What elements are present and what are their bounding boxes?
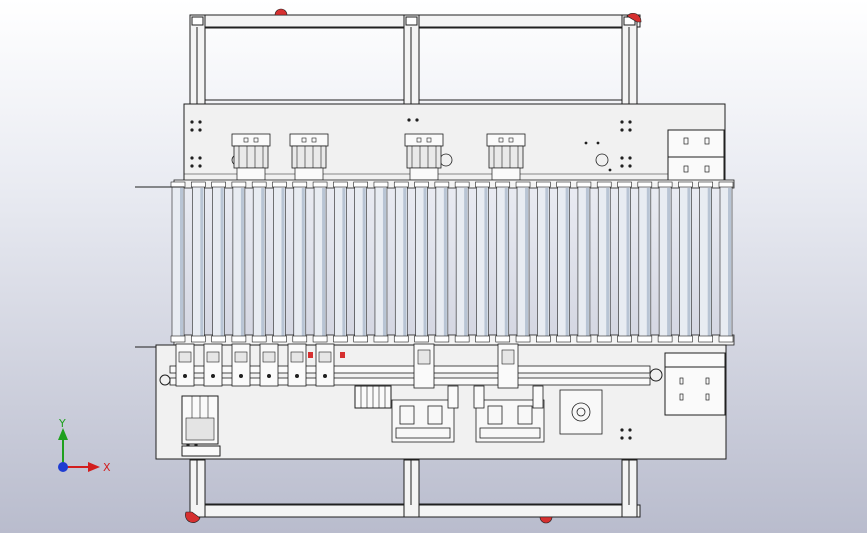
pneumatic-cylinder	[231, 133, 271, 181]
bottom-frame	[189, 459, 641, 518]
lower-clamp-group	[175, 343, 519, 389]
conveyor-roller	[698, 181, 714, 343]
conveyor-roller	[292, 181, 308, 343]
y-axis-label: Y	[58, 417, 66, 430]
lower-mounting-plate	[155, 344, 727, 460]
conveyor-roller	[678, 181, 693, 343]
conveyor-roller	[657, 181, 673, 343]
lower-clamp-unit	[175, 343, 195, 387]
conveyor-roller	[596, 181, 612, 343]
conveyor-roller	[231, 181, 247, 343]
conveyor-roller	[556, 181, 571, 343]
pneumatic-cylinder	[486, 133, 526, 181]
conveyor-roller	[272, 181, 287, 343]
top-frame	[189, 14, 641, 106]
upper-mounting-plate	[183, 103, 726, 183]
lower-clamp-unit	[287, 343, 307, 387]
conveyor-roller	[373, 181, 389, 343]
conveyor-roller	[353, 181, 368, 343]
upper-cylinder-group	[231, 133, 526, 181]
lower-clamp-unit	[315, 343, 335, 387]
orientation-triad: Y X	[58, 417, 111, 474]
conveyor-roller	[312, 181, 328, 343]
conveyor-roller	[617, 181, 632, 343]
y-axis-arrow-icon	[58, 428, 68, 440]
conveyor-roller	[536, 181, 551, 343]
pneumatic-cylinder	[289, 133, 329, 181]
conveyor-roller	[718, 181, 734, 343]
pneumatic-cylinder	[404, 133, 444, 181]
z-axis-icon	[58, 462, 68, 472]
conveyor-roller	[475, 181, 490, 343]
conveyor-roller	[393, 181, 409, 343]
conveyor-roller	[190, 181, 206, 343]
lower-clamp-unit	[203, 343, 223, 387]
conveyor-roller	[170, 181, 186, 343]
central-actuator	[497, 343, 519, 389]
conveyor-roller	[414, 181, 429, 343]
frame-caps-top	[274, 8, 642, 23]
central-actuator	[413, 343, 435, 389]
conveyor-roller	[515, 181, 531, 343]
conveyor-roller	[454, 181, 470, 343]
frame-caps-bottom	[185, 511, 553, 524]
conveyor-roller	[637, 181, 653, 343]
roller-conveyor	[170, 179, 735, 346]
conveyor-roller	[576, 181, 592, 343]
x-axis-arrow-icon	[88, 462, 100, 472]
conveyor-roller	[333, 181, 348, 343]
x-axis-label: X	[103, 461, 111, 474]
conveyor-roller	[434, 181, 450, 343]
conveyor-roller	[251, 181, 267, 343]
lower-clamp-unit	[259, 343, 279, 387]
conveyor-roller	[495, 181, 511, 343]
conveyor-roller	[211, 181, 226, 343]
lower-clamp-unit	[231, 343, 251, 387]
